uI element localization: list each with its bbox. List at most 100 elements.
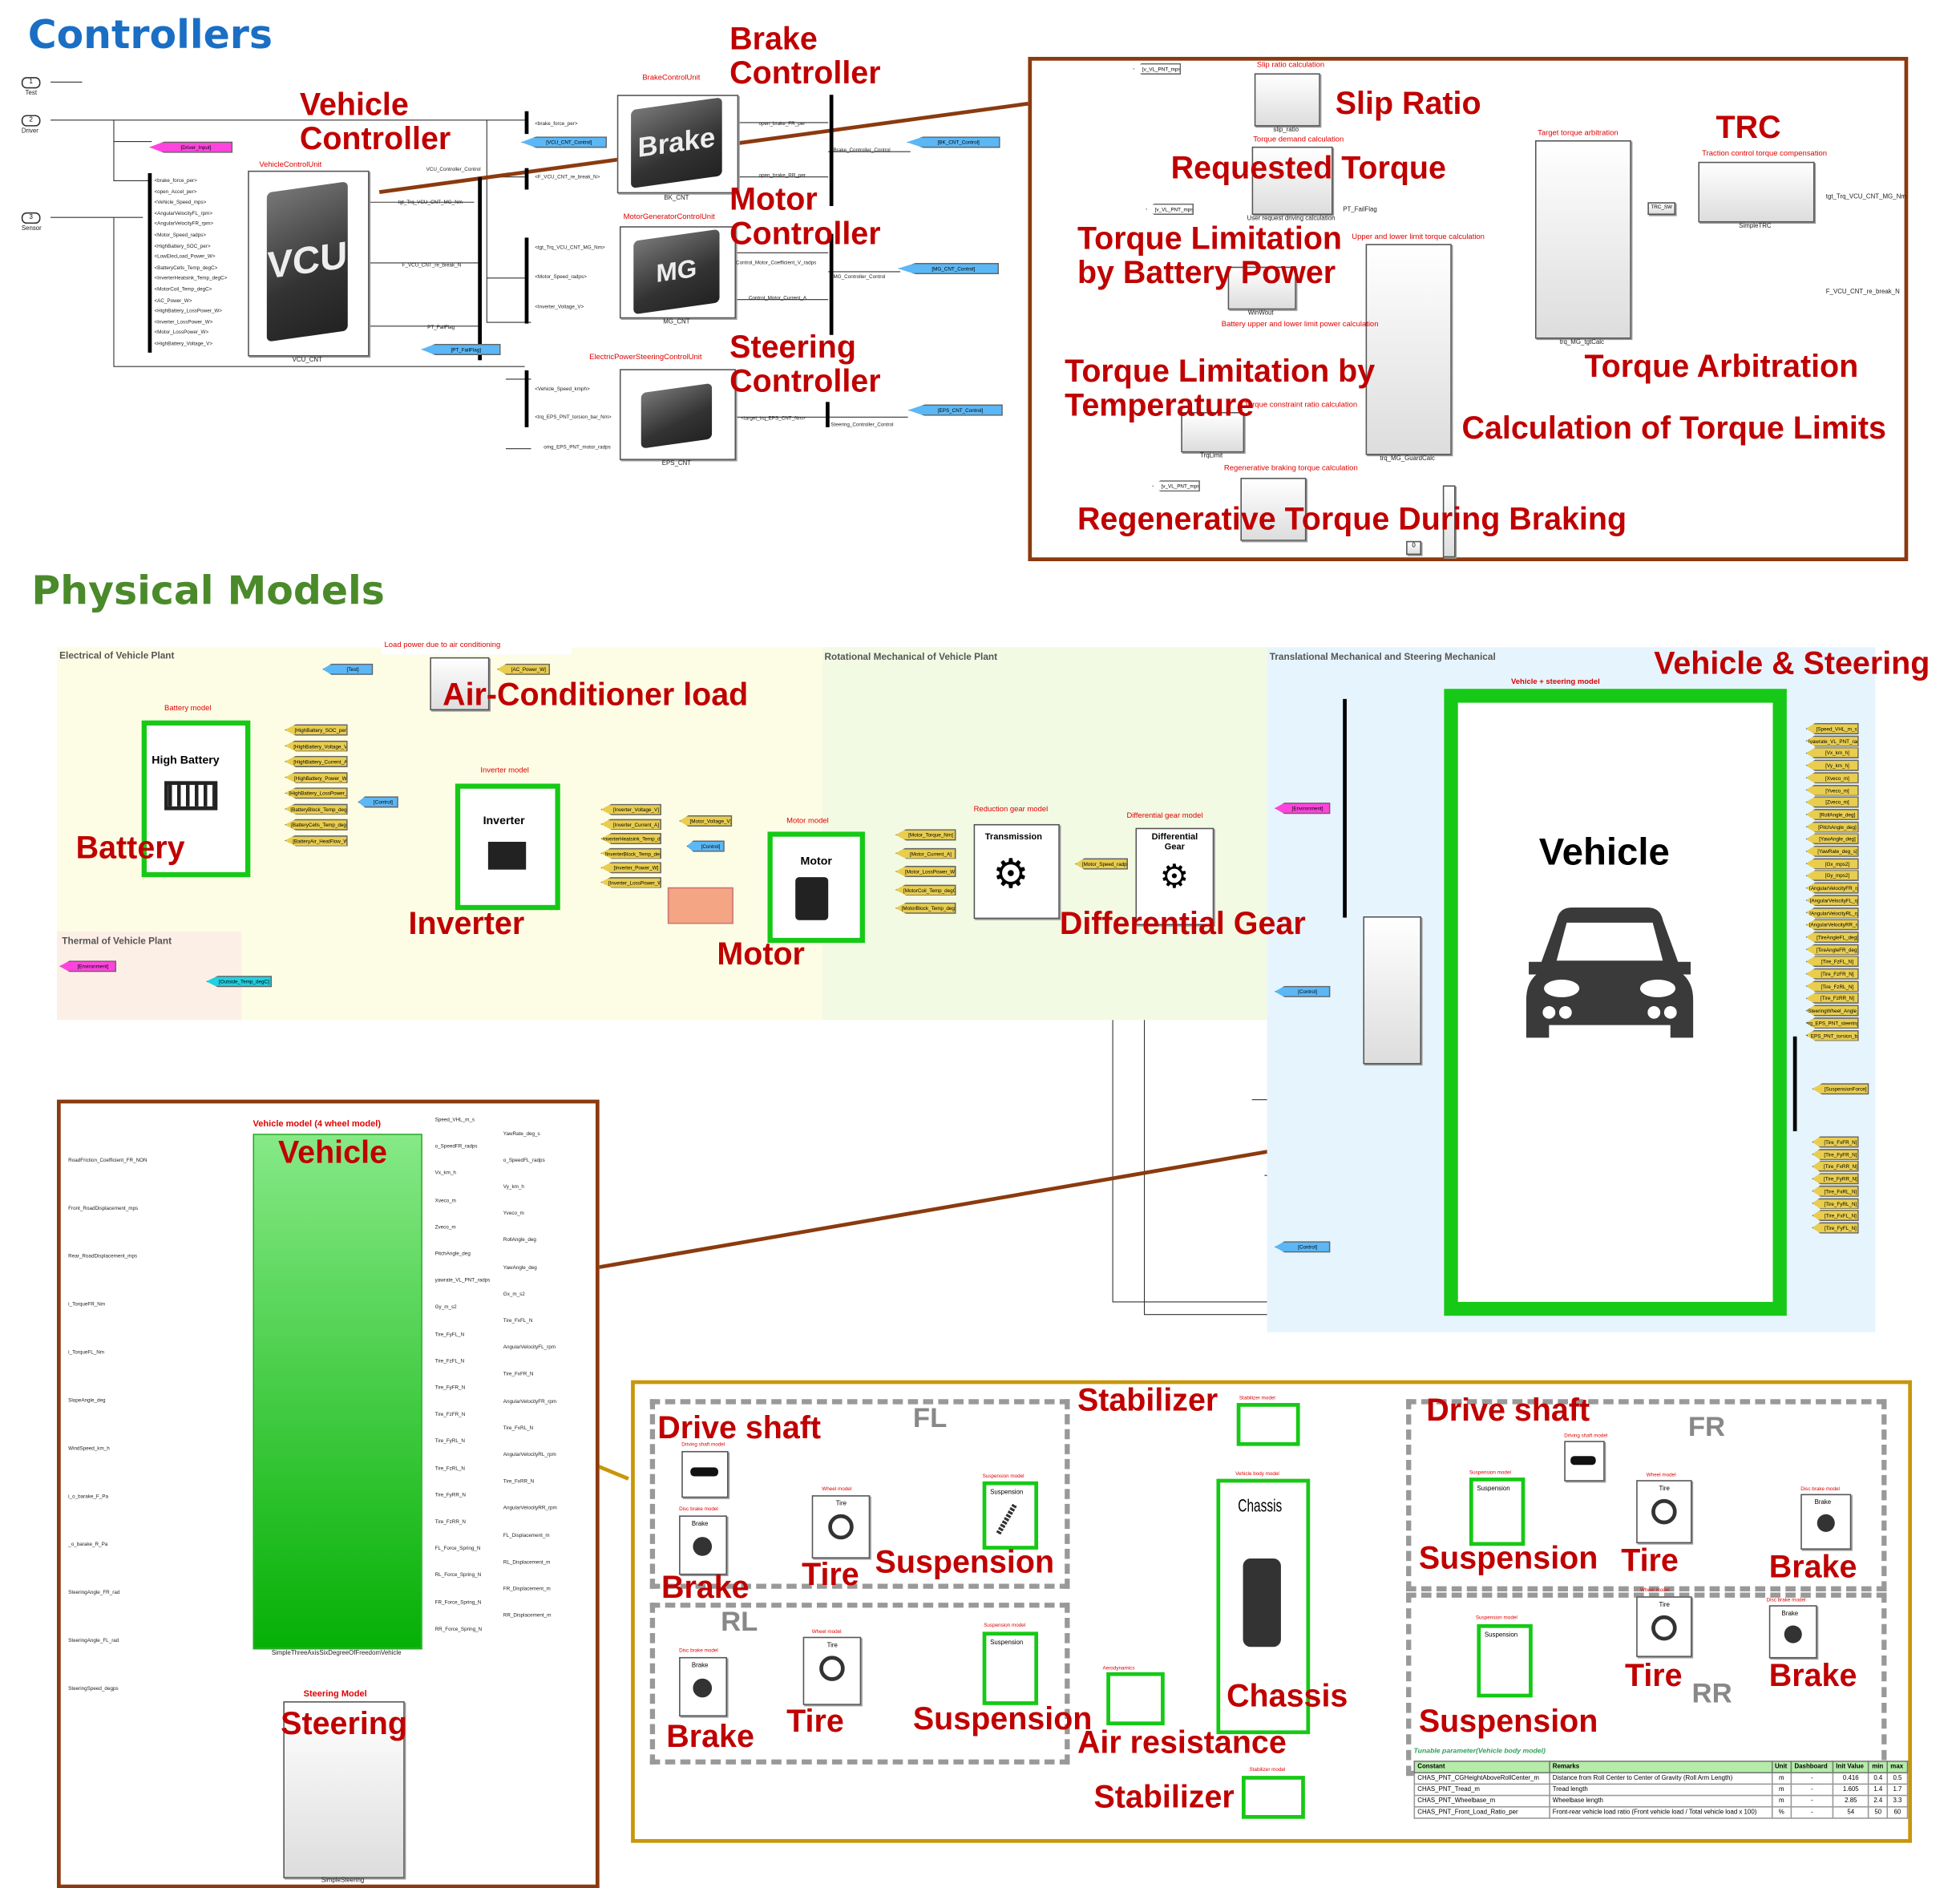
regen-block[interactable] [1240, 477, 1307, 541]
brake-bus[interactable] [829, 95, 834, 206]
trc-block[interactable] [1698, 161, 1815, 223]
inport-2[interactable]: 2 [21, 115, 41, 127]
inverter-block[interactable]: Inverter [455, 783, 560, 911]
ac-load-block[interactable] [430, 657, 490, 711]
constant-zero[interactable]: 0 [1406, 540, 1421, 556]
goto-eps-control[interactable]: [EPS_CNT_Control] [907, 404, 1003, 416]
fr-drive-shaft-block[interactable] [1564, 1441, 1605, 1482]
goto-tag[interactable]: [YawRate_deg_s] [1805, 845, 1859, 857]
vehicle-4wheel-block[interactable] [253, 1134, 422, 1650]
rr-tire-block[interactable]: Tire [1636, 1596, 1692, 1657]
slip-ratio-block[interactable] [1254, 73, 1320, 127]
goto-tag[interactable]: [Yveco_m] [1805, 784, 1859, 796]
goto-suspension-force[interactable]: [SuspensionForce] [1812, 1083, 1869, 1095]
trc-switch-constant[interactable]: TRC_SW [1647, 202, 1676, 216]
goto-tag[interactable]: [MotorCoil_Temp_degC] [895, 883, 956, 896]
reduction-gear-block[interactable]: Transmission ⚙ [973, 823, 1060, 920]
goto-tag[interactable]: [Inverter_Current_A] [600, 818, 661, 831]
from-control[interactable]: [Control] [358, 796, 398, 808]
goto-tag[interactable]: [InverterHeatsink_Temp_degC] [600, 832, 661, 845]
suspension-bus[interactable] [1792, 1036, 1797, 1132]
rear-stabilizer-block[interactable] [1242, 1776, 1305, 1819]
from-control[interactable]: [Control] [1275, 1241, 1331, 1253]
goto-tag[interactable]: [HighBattery_Current_A] [284, 755, 348, 767]
rr-suspension-block[interactable]: Suspension [1477, 1623, 1533, 1698]
differential-gear-block[interactable]: Differential Gear ⚙ [1135, 827, 1214, 926]
inport-1[interactable]: 1 [21, 77, 41, 89]
goto-motor-voltage[interactable]: [Motor_Voltage_V] [679, 815, 733, 827]
goto-tag[interactable]: [Tire_FzRL_N] [1805, 980, 1859, 993]
from-v-vl[interactable]: [v_VL_PNT_mps] [1146, 203, 1194, 216]
from-test[interactable]: [Test] [322, 663, 374, 675]
goto-tag[interactable]: [trq_EPS_PNT_torsion_bar_Nm] [1805, 1029, 1859, 1041]
goto-tag[interactable]: [BatteryAir_HeatFlow_W] [284, 835, 348, 847]
from-control[interactable]: [Control] [686, 840, 725, 852]
goto-tag[interactable]: [Tire_FxRL_N] [1812, 1185, 1859, 1197]
goto-motor-speed[interactable]: [Motor_Speed_radps] [1074, 858, 1129, 870]
vcu-block[interactable]: VCU [248, 170, 370, 357]
bus-selector[interactable] [524, 237, 529, 324]
switch-block[interactable] [1442, 485, 1456, 558]
brake-pressure-block[interactable] [1363, 916, 1421, 1065]
goto-tag[interactable]: [RollAngle_deg] [1805, 808, 1859, 821]
goto-tag[interactable]: [Xveco_m] [1805, 771, 1859, 784]
goto-driver-input[interactable]: [Driver_Input] [149, 141, 233, 153]
goto-tag[interactable]: [MotorBlock_Temp_degC] [895, 902, 956, 914]
goto-tag[interactable]: [Tire_FzFL_N] [1805, 956, 1859, 968]
fl-drive-shaft-block[interactable] [681, 1450, 729, 1498]
goto-tag[interactable]: [Gy_mps2] [1805, 870, 1859, 882]
goto-tag[interactable]: [TireAngleFR_deg] [1805, 944, 1859, 956]
rl-suspension-block[interactable]: Suspension [982, 1631, 1039, 1705]
chassis-block[interactable]: Chassis [1216, 1478, 1311, 1735]
front-stabilizer-block[interactable] [1236, 1403, 1300, 1446]
goto-ac-power[interactable]: [AC_Power_W] [496, 663, 551, 675]
goto-mg-control[interactable]: [MG_CNT_Control] [897, 262, 1000, 275]
goto-tag[interactable]: [PitchAngle_deg] [1805, 821, 1859, 833]
goto-outside-temp[interactable]: [Outside_Temp_degC] [206, 976, 273, 988]
fr-brake-block[interactable]: Brake [1800, 1494, 1852, 1550]
goto-tag[interactable]: [Tire_FxFR_N] [1812, 1136, 1859, 1148]
goto-tag[interactable]: [Tire_FxFL_N] [1812, 1210, 1859, 1222]
goto-tag[interactable]: [HighBattery_Voltage_V] [284, 740, 348, 752]
vcu-bus[interactable] [478, 176, 482, 361]
goto-tag[interactable]: [Inverter_Power_W] [600, 862, 661, 874]
bus-selector[interactable] [524, 370, 529, 427]
battery-block[interactable]: High Battery [141, 720, 251, 878]
goto-tag[interactable]: [Vy_km_h] [1805, 759, 1859, 771]
bus-selector[interactable] [524, 168, 529, 190]
aerodynamics-block[interactable] [1106, 1672, 1165, 1726]
thermal-coupling-block[interactable] [667, 887, 733, 924]
goto-tag[interactable]: [Tire_FzRR_N] [1805, 993, 1859, 1005]
bus-bar[interactable] [1343, 698, 1347, 918]
goto-tag[interactable]: [Motor_LossPower_W] [895, 865, 956, 878]
goto-tag[interactable]: [AngularVelocityFL_rpm] [1805, 894, 1859, 907]
goto-tag[interactable]: [Inverter_LossPower_W] [600, 876, 661, 888]
goto-tag[interactable]: [InverterBlock_Temp_degC] [600, 847, 661, 859]
from-v-vl[interactable]: [v_VL_PNT_mps] [1152, 480, 1200, 492]
goto-tag[interactable]: [Tire_FyRR_N] [1812, 1173, 1859, 1185]
goto-tag[interactable]: [Tire_FxRR_N] [1812, 1160, 1859, 1173]
fl-tire-block[interactable]: Tire [811, 1495, 871, 1559]
goto-tag[interactable]: [BatteryBlock_Temp_degC] [284, 803, 348, 815]
torque-demand-block[interactable] [1251, 146, 1333, 216]
goto-tag[interactable]: [TireAngleFL_deg] [1805, 931, 1859, 943]
goto-tag[interactable]: [Vx_km_h] [1805, 747, 1859, 759]
rl-brake-block[interactable]: Brake [679, 1656, 728, 1717]
from-environment[interactable]: [Environment] [59, 960, 117, 972]
bus-selector[interactable] [524, 111, 529, 135]
goto-pt-failflag[interactable]: [PT_FailFlag] [421, 343, 501, 356]
rl-tire-block[interactable]: Tire [802, 1636, 862, 1705]
goto-tag[interactable]: [SteeringWheel_Angle_rad] [1805, 1005, 1859, 1017]
goto-bk-control[interactable]: [BK_CNT_Control] [906, 136, 1000, 148]
goto-tag[interactable]: [Motor_Torque_Nm] [895, 829, 956, 841]
mg-control-block[interactable]: MG [619, 226, 737, 319]
fl-brake-block[interactable]: Brake [679, 1515, 728, 1575]
fl-suspension-block[interactable]: Suspension [982, 1481, 1039, 1550]
winwout-block[interactable] [1227, 266, 1296, 310]
goto-tag[interactable]: [Tire_FyFR_N] [1812, 1148, 1859, 1160]
goto-tag[interactable]: [HighBattery_LossPower_W] [284, 787, 348, 799]
goto-tag[interactable]: [Motor_Current_A] [895, 847, 956, 859]
goto-tag[interactable]: [BatteryCells_Temp_degC] [284, 819, 348, 831]
brake-control-block[interactable]: Brake [616, 95, 739, 194]
torque-guard-block[interactable] [1365, 244, 1452, 455]
